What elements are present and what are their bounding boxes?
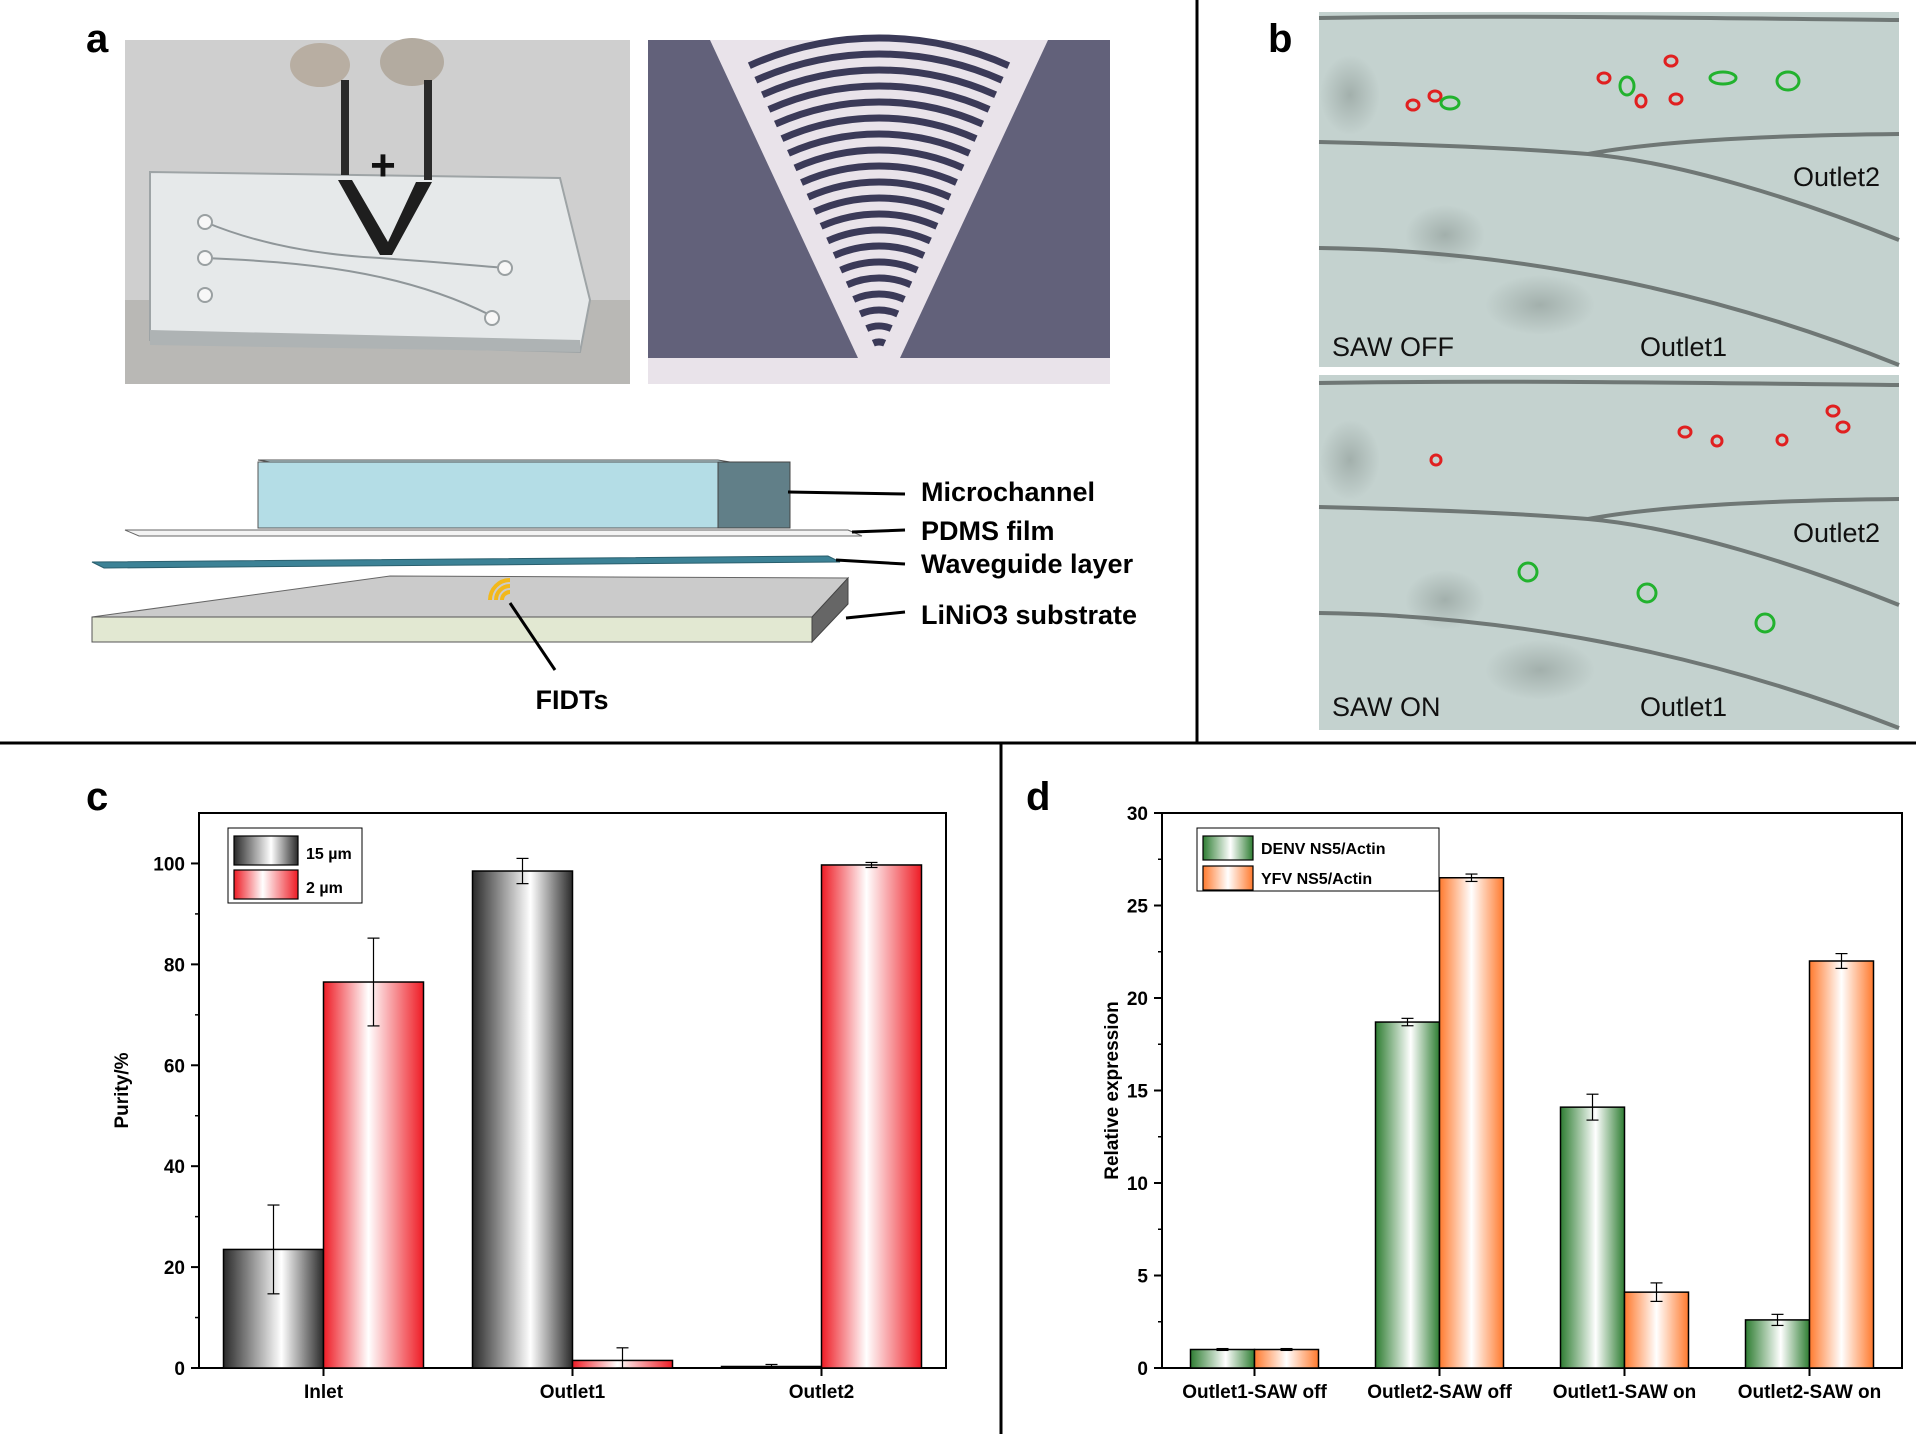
x-tick-label: Outlet2-SAW off bbox=[1367, 1382, 1512, 1403]
bar-1-3 bbox=[1808, 960, 1875, 1369]
legend-label: YFV NS5/Actin bbox=[1261, 871, 1372, 888]
x-tick-label: Inlet bbox=[304, 1382, 344, 1403]
layer-label-substrate: LiNiO3 substrate bbox=[921, 600, 1137, 630]
bar-1-0 bbox=[322, 981, 425, 1369]
micrograph-saw-off: SAW OFF Outlet1 Outlet2 bbox=[1318, 12, 1900, 367]
outlet1-label-on: Outlet1 bbox=[1640, 692, 1727, 722]
bar-0-1 bbox=[1374, 1021, 1441, 1369]
bar-0-0 bbox=[1189, 1348, 1256, 1369]
y-tick-label: 100 bbox=[153, 854, 185, 875]
layer-label-waveguide: Waveguide layer bbox=[921, 549, 1134, 579]
x-tick-label: Outlet2 bbox=[789, 1382, 854, 1403]
x-tick-label: Outlet1-SAW on bbox=[1553, 1382, 1697, 1403]
x-tick-label: Outlet2-SAW on bbox=[1738, 1382, 1882, 1403]
legend-swatch bbox=[1202, 865, 1254, 891]
y-tick-label: 5 bbox=[1137, 1267, 1148, 1288]
y-tick-label: 25 bbox=[1127, 897, 1149, 918]
y-tick-label: 0 bbox=[174, 1359, 185, 1380]
bar-1-2 bbox=[820, 864, 923, 1369]
state-label-off: SAW OFF bbox=[1332, 332, 1454, 362]
device-cross-mark: + bbox=[370, 141, 396, 190]
outlet1-label-off: Outlet1 bbox=[1640, 332, 1727, 362]
fidt-micrograph bbox=[648, 34, 1110, 384]
panel-label-b: b bbox=[1268, 17, 1292, 61]
panel-label-d: d bbox=[1026, 775, 1050, 819]
y-tick-label: 60 bbox=[164, 1056, 185, 1077]
bar-0-2 bbox=[1559, 1106, 1626, 1369]
legend-swatch bbox=[1202, 835, 1254, 861]
y-tick-label: 10 bbox=[1127, 1174, 1148, 1195]
bar-0-3 bbox=[1744, 1319, 1811, 1369]
y-tick-label: 15 bbox=[1127, 1082, 1149, 1103]
y-axis-label: Purity/% bbox=[112, 1052, 133, 1128]
layer-stack-diagram: Microchannel PDMS film Waveguide layer L… bbox=[91, 459, 1137, 715]
legend-label: 2 µm bbox=[306, 880, 343, 897]
legend-label: 15 µm bbox=[306, 846, 352, 863]
x-tick-label: Outlet1-SAW off bbox=[1182, 1382, 1327, 1403]
y-tick-label: 20 bbox=[1127, 989, 1148, 1010]
y-tick-label: 20 bbox=[164, 1258, 185, 1279]
layer-label-pdms-film: PDMS film bbox=[921, 516, 1055, 546]
panel-label-a: a bbox=[86, 17, 109, 61]
bar-1-1 bbox=[1438, 877, 1505, 1369]
x-tick-label: Outlet1 bbox=[540, 1382, 606, 1403]
fidt-label: FIDTs bbox=[536, 685, 609, 715]
legend-swatch bbox=[233, 869, 299, 900]
legend-label: DENV NS5/Actin bbox=[1261, 841, 1385, 858]
y-tick-label: 40 bbox=[164, 1157, 185, 1178]
outlet2-label-off: Outlet2 bbox=[1793, 162, 1880, 192]
bar-1-0 bbox=[1253, 1348, 1320, 1369]
outlet2-label-on: Outlet2 bbox=[1793, 518, 1880, 548]
y-tick-label: 30 bbox=[1127, 804, 1148, 825]
small-particle-markers-off bbox=[1405, 54, 1684, 112]
large-particle-markers-on bbox=[1517, 561, 1776, 634]
bar-0-1 bbox=[471, 870, 574, 1369]
panel-label-c: c bbox=[86, 775, 108, 819]
state-label-on: SAW ON bbox=[1332, 692, 1441, 722]
legend-swatch bbox=[233, 835, 299, 866]
device-photo: + bbox=[125, 38, 630, 384]
bar-1-2 bbox=[1623, 1291, 1690, 1369]
micrograph-saw-on: SAW ON Outlet1 Outlet2 bbox=[1318, 375, 1900, 730]
small-particle-markers-on bbox=[1429, 404, 1851, 467]
y-axis-label: Relative expression bbox=[1102, 1001, 1123, 1179]
y-tick-label: 80 bbox=[164, 955, 185, 976]
plot-frame bbox=[1161, 812, 1903, 1369]
y-tick-label: 0 bbox=[1137, 1359, 1148, 1380]
large-particle-markers-off bbox=[1439, 70, 1801, 111]
layer-label-microchannel: Microchannel bbox=[921, 477, 1095, 507]
